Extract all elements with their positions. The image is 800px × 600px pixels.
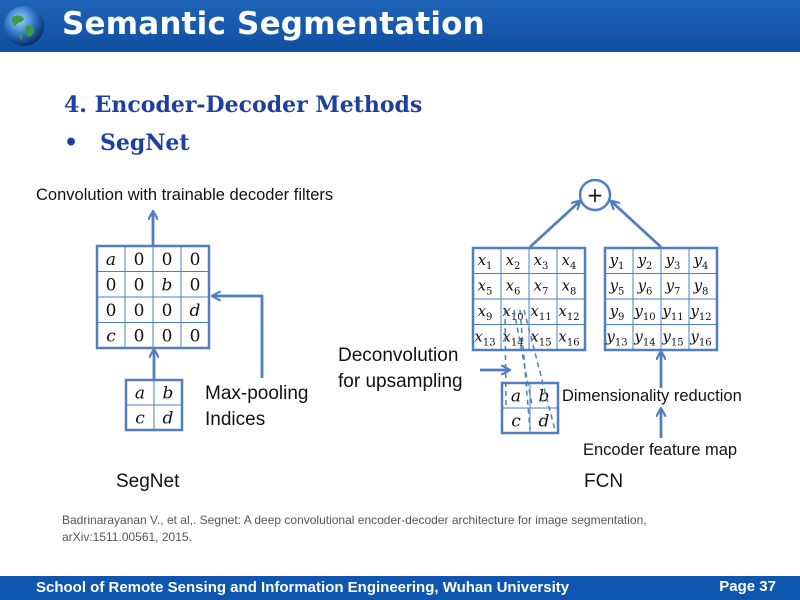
fcn-small-cell: a (511, 387, 521, 407)
fcn-x-cell: x2 (506, 251, 521, 272)
segnet-matrix-cell: 0 (134, 326, 145, 346)
fcn-y-cell: y15 (661, 327, 683, 348)
segnet-matrix-cell: 0 (190, 275, 201, 295)
fcn-x-cell: x7 (534, 276, 549, 297)
fcn-y-cell: y7 (665, 276, 681, 297)
section-heading: 4. Encoder-Decoder Methods (64, 92, 423, 118)
fcn-x-cell: x4 (562, 251, 577, 272)
fcn-x-cell: x13 (474, 327, 495, 348)
fcn-y-cell: y10 (633, 302, 655, 323)
segnet-indices-arrow (214, 296, 264, 378)
segnet-matrix-cell: 0 (134, 275, 145, 295)
fcn-y-cell: y1 (609, 251, 625, 272)
plus-sign: + (587, 183, 604, 207)
segnet-pool-cell: c (135, 409, 145, 429)
segnet-matrix-cell: 0 (134, 250, 145, 270)
encoder-feature-label: Encoder feature map (583, 441, 738, 459)
fcn-x-cell: x9 (478, 302, 493, 323)
segnet-matrix-cell: 0 (162, 301, 173, 321)
segnet-matrix-cell: 0 (162, 250, 173, 270)
segnet-top-label: Convolution with trainable decoder filte… (36, 186, 334, 204)
segnet-pool-cell: a (135, 384, 145, 404)
dimred-label: Dimensionality reduction (562, 387, 742, 405)
plus-circle (578, 178, 612, 212)
segnet-pool-cell: b (163, 384, 174, 404)
fcn-y-cell: y5 (609, 276, 625, 297)
fcn-x-cell: x3 (534, 251, 549, 272)
fcn-y-cell: y8 (693, 276, 709, 297)
fcn-x-cell: x6 (506, 276, 521, 297)
fcn-x-cell: x5 (478, 276, 493, 297)
fcn-y-cell: y11 (661, 302, 683, 323)
fcn-small-cell: c (511, 412, 521, 432)
segnet-matrix-cell: 0 (134, 301, 145, 321)
fcn-x-cell: x8 (562, 276, 577, 297)
segnet-matrix-cell: 0 (162, 326, 173, 346)
fcn-x-cell: x15 (530, 327, 551, 348)
fcn-x-cell: x1 (478, 251, 493, 272)
segnet-caption: SegNet (116, 471, 180, 492)
globe-icon (4, 6, 44, 46)
fcn-small-cell: b (539, 387, 550, 407)
fcn-x-matrix: x1 x2 x3 x4 x5 x6 x7 x8 x9 x10 x11 x12 x13 x14 x15 x16 (471, 246, 587, 352)
fcn-y-cell: y9 (609, 302, 625, 323)
segnet-matrix-cell: 0 (190, 326, 201, 346)
fcn-x-cell: x10 (502, 302, 523, 323)
segnet-matrix-cell: 0 (106, 301, 117, 321)
fcn-y-cell: y3 (665, 251, 681, 272)
reference-citation: Badrinarayanan V., et al,. Segnet: A dee… (62, 512, 752, 546)
footer-bar: School of Remote Sensing and Information… (0, 576, 800, 600)
segnet-matrix-cell: 0 (190, 250, 201, 270)
fcn-caption: FCN (584, 471, 624, 492)
deconv-label: Deconvolution (338, 345, 459, 366)
page-number: Page 37 (719, 578, 776, 595)
fcn-x-cell: x16 (558, 327, 579, 348)
indices-label: Indices (205, 409, 266, 430)
segnet-matrix-cell: a (106, 250, 116, 270)
fcn-y-cell: y14 (633, 327, 655, 348)
fcn-x-cell: x14 (502, 327, 523, 348)
fcn-y-cell: y6 (637, 276, 653, 297)
fcn-y-cell: y13 (605, 327, 627, 348)
slide-title: Semantic Segmentation (62, 6, 485, 42)
footer-institution: School of Remote Sensing and Information… (36, 579, 570, 596)
segnet-pool-cell: d (163, 409, 174, 429)
fcn-y-cell: y2 (637, 251, 653, 272)
fcn-small-cell: d (539, 412, 550, 432)
segnet-matrix-cell: 0 (106, 275, 117, 295)
maxpool-label: Max-pooling (205, 383, 309, 404)
fcn-y-cell: y16 (689, 327, 711, 348)
segnet-matrix-cell: b (162, 275, 173, 295)
fcn-x-cell: x11 (530, 302, 551, 323)
reference-line-1: Badrinarayanan V., et al,. Segnet: A dee… (62, 513, 647, 527)
upsampling-dashed-lines (504, 309, 556, 431)
reference-line-2: arXiv:1511.00561, 2015. (62, 530, 192, 544)
segnet-matrix-cell: d (190, 301, 201, 321)
header-bar: Semantic Segmentation (0, 0, 800, 52)
fcn-x-cell: x12 (558, 302, 579, 323)
fcn-x-to-sum-arrow (529, 202, 579, 249)
bullet-label: SegNet (100, 130, 190, 156)
fcn-y-matrix: y1 y2 y3 y4 y5 y6 y7 y8 y9 y10 y11 y12 y13 y14 y15 y16 (603, 246, 719, 352)
fcn-y-cell: y12 (689, 302, 711, 323)
upsampling-label: for upsampling (338, 371, 463, 392)
bullet-marker: • (64, 130, 79, 156)
segnet-matrix-cell: c (106, 326, 116, 346)
fcn-y-to-sum-arrow (612, 202, 662, 249)
fcn-y-cell: y4 (693, 251, 709, 272)
